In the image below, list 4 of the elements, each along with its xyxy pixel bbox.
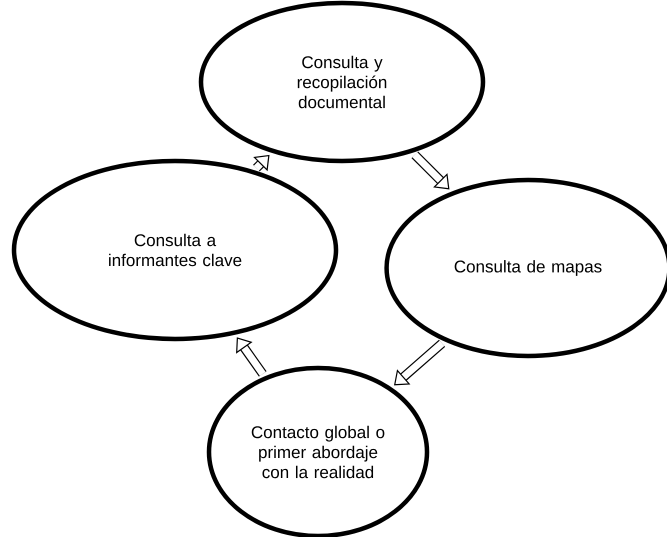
block-arrow [236,337,267,377]
ellipse-node: Consulta y recopilación documental [198,0,486,164]
block-arrow [411,151,450,190]
ellipse-node: Consulta a informantes clave [12,158,338,342]
